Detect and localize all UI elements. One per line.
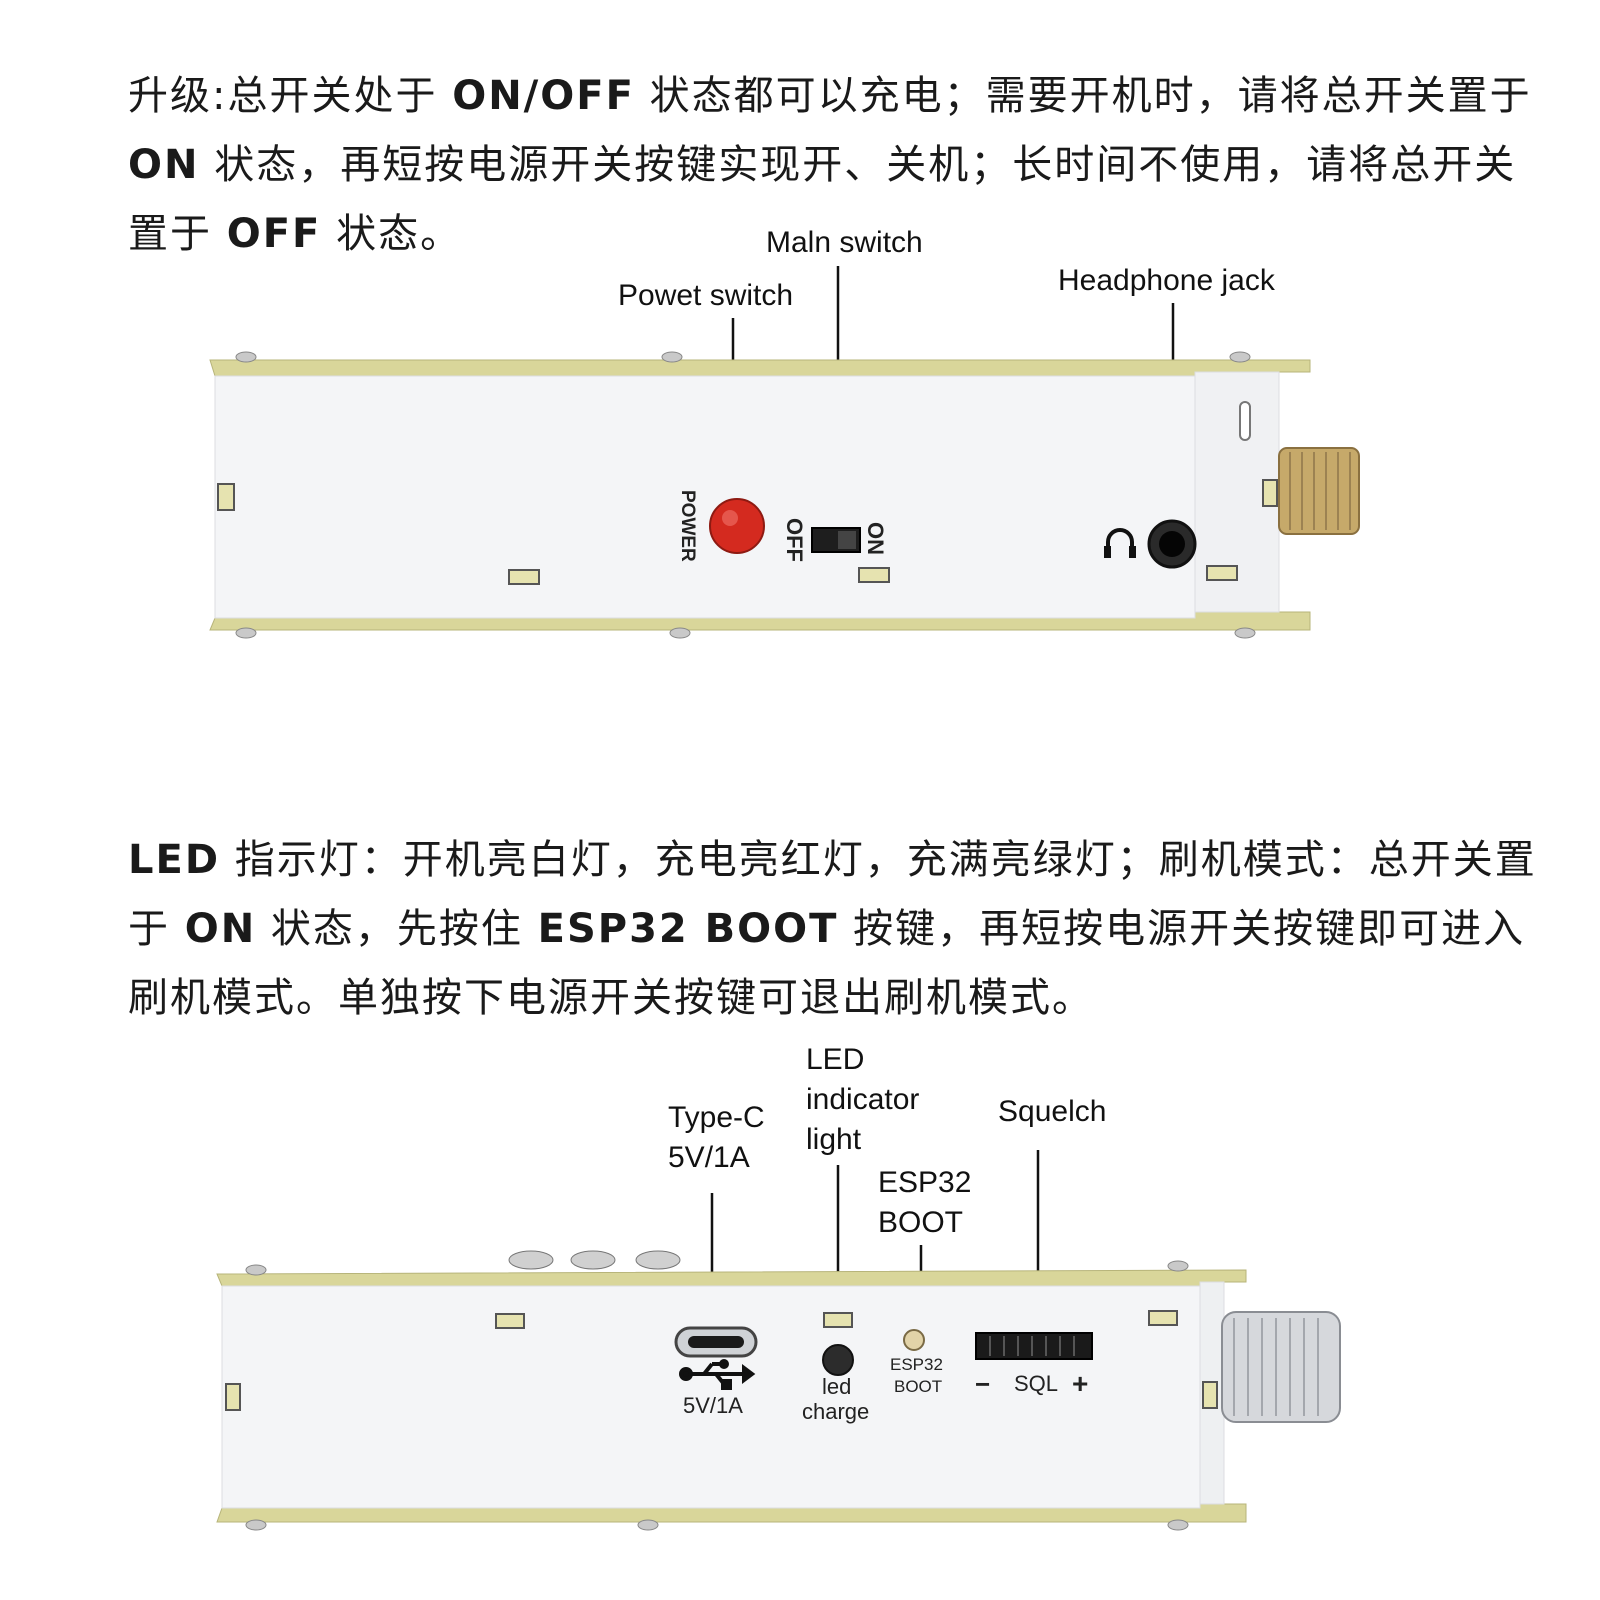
led-callout-line1: LED — [806, 1043, 865, 1076]
type-c-callout-line2: 5V/1A — [668, 1141, 750, 1174]
slot — [1148, 1310, 1178, 1326]
charge-silkscreen: charge — [802, 1399, 869, 1424]
text-segment: 状态都可以充电；需要开机时，请将总开关置于 — [634, 73, 1532, 119]
screw — [1167, 1519, 1189, 1531]
power-button[interactable] — [709, 498, 765, 554]
main-switch-callout: Maln switch — [766, 226, 923, 259]
slot — [495, 1313, 525, 1329]
front-panel — [221, 1285, 1201, 1509]
minus-silkscreen: − — [975, 1369, 990, 1399]
slot — [508, 569, 540, 585]
slot — [858, 567, 890, 583]
screw — [235, 627, 257, 639]
boot-silkscreen: BOOT — [894, 1377, 942, 1396]
screw — [1234, 627, 1256, 639]
front-panel — [214, 375, 1196, 619]
top-knob — [570, 1250, 616, 1270]
headphone-icon — [1106, 528, 1134, 556]
type-c-callout-line1: Type-C — [668, 1101, 765, 1134]
led-silkscreen: led — [822, 1374, 851, 1399]
sql-silkscreen: SQL — [1014, 1371, 1058, 1396]
screw — [661, 351, 683, 363]
bold-term: ESP32 BOOT — [537, 906, 839, 952]
top-knob — [508, 1250, 554, 1270]
screw — [235, 351, 257, 363]
slot — [1206, 565, 1238, 581]
esp32-silkscreen: ESP32 — [890, 1355, 943, 1374]
screw — [245, 1519, 267, 1531]
usb-c-edge-port — [1239, 401, 1251, 441]
screw — [245, 1264, 267, 1276]
slot — [823, 1312, 853, 1328]
led-callout-line2: indicator — [806, 1083, 920, 1116]
power-silkscreen: POWER — [677, 490, 698, 562]
antenna-connector-knurl — [1289, 452, 1351, 530]
bold-term: ON/OFF — [452, 73, 635, 119]
usb-rating-silkscreen: 5V/1A — [683, 1393, 743, 1418]
antenna-connector — [1221, 1311, 1341, 1423]
text-segment: 状态。 — [321, 211, 463, 257]
text-segment: 升级:总开关处于 — [128, 73, 453, 119]
instruction-paragraph-power: 升级:总开关处于 ON/OFF 状态都可以充电；需要开机时，请将总开关置于ON … — [128, 62, 1548, 269]
text-segment: 状态，再短按电源开关按键实现开、关机；长时间不使用，请将总开关置于 — [128, 142, 1517, 257]
slot — [217, 483, 235, 511]
plus-silkscreen: + — [1072, 1368, 1088, 1399]
esp32-boot-callout-line2: BOOT — [878, 1206, 964, 1239]
on-silkscreen: ON — [863, 522, 888, 555]
bold-term: LED — [128, 837, 221, 883]
text-segment: 按键，再短按电源开关按键即可进入刷机模式。单独按下电源开关按键可退出刷机模式。 — [128, 906, 1526, 1021]
bold-term: ON — [184, 906, 257, 952]
slot — [225, 1383, 241, 1411]
top-knob — [635, 1250, 681, 1270]
top-device-side-view: POWER OFF ON — [209, 266, 1360, 639]
bold-term: OFF — [226, 211, 322, 257]
off-silkscreen: OFF — [782, 518, 807, 562]
screw — [637, 1519, 659, 1531]
squelch-wheel[interactable] — [975, 1332, 1093, 1360]
screw — [669, 627, 691, 639]
led-indicator — [822, 1344, 854, 1376]
esp32-boot-callout-line1: ESP32 — [878, 1166, 972, 1199]
text-segment: 指示灯：开机亮白灯，充电亮红灯，充满亮绿灯；刷机模式：总开关置于 — [128, 837, 1537, 952]
squelch-wheel-ridges — [989, 1336, 1075, 1356]
slot — [1202, 1381, 1218, 1409]
power-switch-callout: Powet switch — [618, 279, 794, 312]
slot — [1262, 479, 1278, 507]
esp32-boot-button[interactable] — [903, 1329, 925, 1351]
squelch-callout: Squelch — [998, 1095, 1107, 1128]
led-callout-line3: light — [806, 1123, 862, 1156]
instruction-paragraph-led: LED 指示灯：开机亮白灯，充电亮红灯，充满亮绿灯；刷机模式：总开关置于 ON … — [128, 826, 1548, 1033]
screw — [1167, 1260, 1189, 1272]
antenna-connector-knurl — [1233, 1318, 1319, 1416]
text-segment: 状态，先按住 — [256, 906, 538, 952]
bold-term: ON — [128, 142, 200, 188]
top-rail — [216, 1269, 1247, 1287]
screw — [1229, 351, 1251, 363]
usb-icon — [679, 1359, 756, 1390]
headphone-jack-callout: Headphone jack — [1058, 264, 1275, 297]
